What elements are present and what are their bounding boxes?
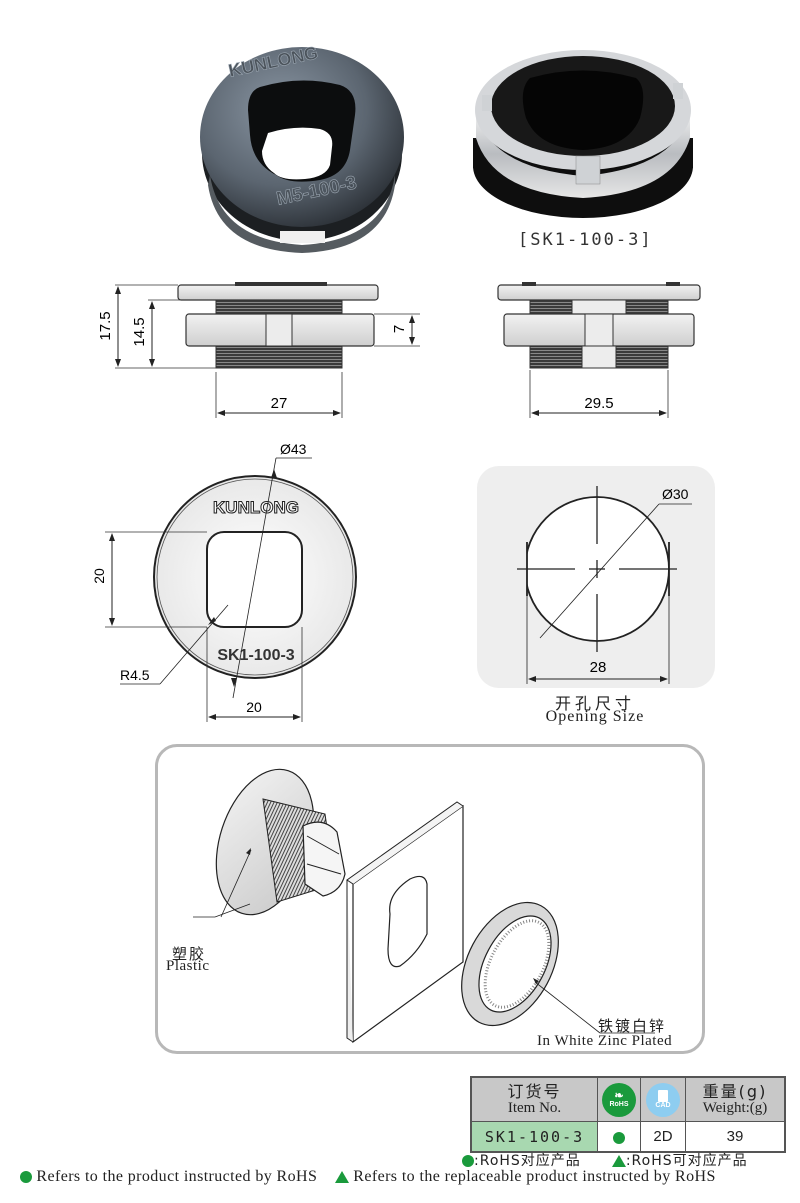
header-cad: CAD: [640, 1076, 686, 1122]
dim-thread-width-27: 27: [271, 395, 288, 412]
dim-thread-width-29-5: 29.5: [584, 395, 613, 412]
product-photo-assembled: [473, 50, 693, 218]
legend-en: Refers to the product instructed by RoHS…: [20, 1168, 716, 1186]
dim-overall-height: 17.5: [97, 311, 114, 340]
cad-file-icon: CAD: [646, 1082, 680, 1117]
legend-cn: :RoHS对应产品 :RoHS可对应产品: [462, 1150, 748, 1170]
nut-material-label-en: In White Zinc Plated: [537, 1033, 673, 1049]
rohs-dot-icon: [462, 1155, 474, 1168]
header-weight: 重量(g) Weight:(g): [685, 1076, 786, 1122]
spec-table-header-row: 订货号 Item No. ❧ RoHS CAD 重量(g) Weight:(g): [470, 1076, 786, 1122]
side-view-drawing-left: 17.5 14.5 7 27: [97, 282, 420, 418]
cell-rohs: [597, 1121, 641, 1153]
rohs-badge-icon: ❧ RoHS: [602, 1082, 636, 1117]
rohs-compliant-dot-icon: [613, 1131, 625, 1144]
dim-corner-radius: R4.5: [120, 667, 150, 683]
dim-body-height: 14.5: [131, 317, 148, 346]
product-model-caption: [SK1-100-3]: [518, 230, 653, 250]
front-model-text: SK1-100-3: [217, 647, 294, 664]
front-brand-text: KUNLONG: [213, 498, 299, 517]
nut-material-label-cn: 铁镀白锌: [598, 1017, 667, 1035]
dim-opening-diameter: Ø30: [662, 486, 689, 502]
plastic-label-cn: 塑胶: [172, 945, 207, 963]
table-row: SK1-100-3 2D 39: [470, 1121, 786, 1153]
dim-outer-diameter: Ø43: [280, 441, 307, 457]
opening-size-label-en: Opening Size: [545, 708, 645, 725]
spec-table: 订货号 Item No. ❧ RoHS CAD 重量(g) Weight:(g)…: [470, 1076, 786, 1153]
rohs-replaceable-triangle-icon-en: [334, 1171, 349, 1184]
cell-weight: 39: [685, 1121, 786, 1153]
dim-hole-height: 20: [91, 568, 107, 584]
cell-item-no: SK1-100-3: [470, 1121, 598, 1153]
exploded-view-drawing: [193, 768, 655, 1044]
rohs-replaceable-triangle-icon: [611, 1155, 626, 1168]
dim-hole-width: 20: [246, 699, 262, 715]
front-view-drawing: KUNLONG SK1-100-3 Ø43 20 20 R4.5: [91, 441, 357, 722]
product-photo-plastic-bezel: KUNLONG M5-100-3: [200, 42, 404, 253]
opening-size-label-cn: 开孔尺寸: [554, 694, 635, 713]
header-item-no: 订货号 Item No.: [470, 1076, 598, 1122]
opening-size-drawing: Ø30 28: [517, 486, 692, 684]
dim-opening-flat-width: 28: [590, 659, 607, 676]
plastic-label-en: Plastic: [166, 958, 210, 974]
header-rohs: ❧ RoHS: [597, 1076, 641, 1122]
side-view-drawing-right: 29.5: [497, 282, 701, 418]
cell-cad: 2D: [640, 1121, 686, 1153]
dim-nut-height: 7: [391, 325, 408, 333]
rohs-dot-icon-en: [20, 1171, 32, 1184]
